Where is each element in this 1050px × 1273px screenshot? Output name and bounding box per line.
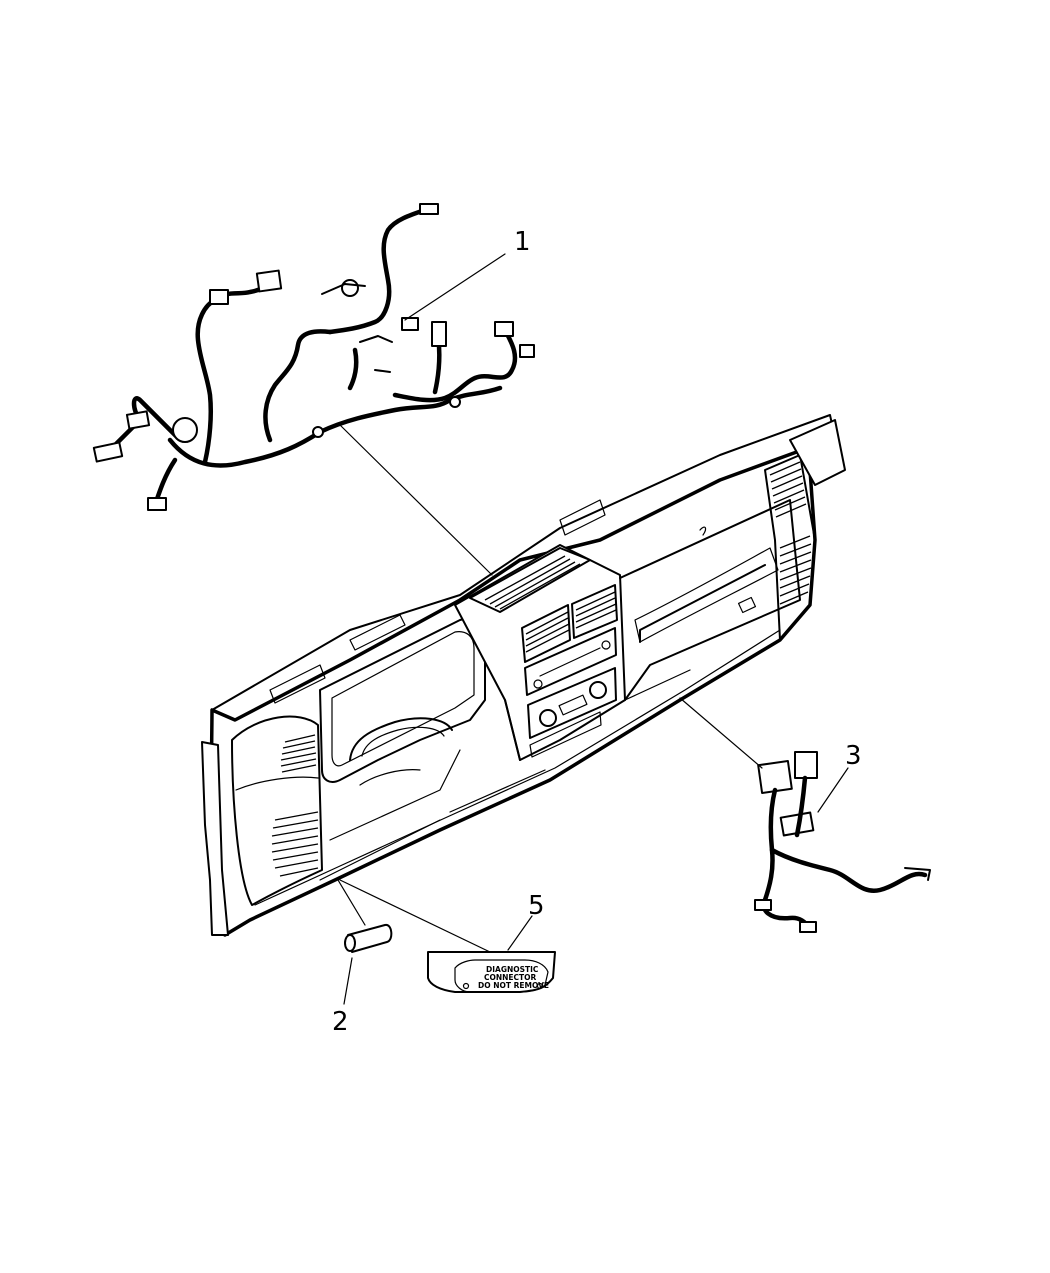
instrument-panel-jumper-harness — [754, 751, 931, 933]
diagnostic-label-line-3: DO NOT REMOVE — [478, 981, 549, 990]
instrument-panel — [201, 414, 846, 937]
center-stack-vents — [521, 584, 618, 663]
instrument-panel-wiring-harness — [92, 203, 535, 511]
callout-2: 2 — [332, 1007, 349, 1037]
right-vent-grille — [769, 461, 812, 605]
diagnostic-connector-cover: DIAGNOSTIC CONNECTOR DO NOT REMOVE — [427, 951, 556, 993]
left-vent-grille — [271, 734, 319, 877]
plug-part — [344, 923, 393, 953]
diagnostic-label-line-1: DIAGNOSTIC — [486, 965, 539, 974]
center-top-vent — [484, 555, 581, 610]
callout-5: 5 — [528, 891, 545, 921]
callout-1: 1 — [514, 227, 531, 257]
leader-lines — [337, 253, 849, 1005]
diagnostic-label-line-2: CONNECTOR — [484, 973, 537, 982]
callout-3: 3 — [845, 741, 862, 771]
